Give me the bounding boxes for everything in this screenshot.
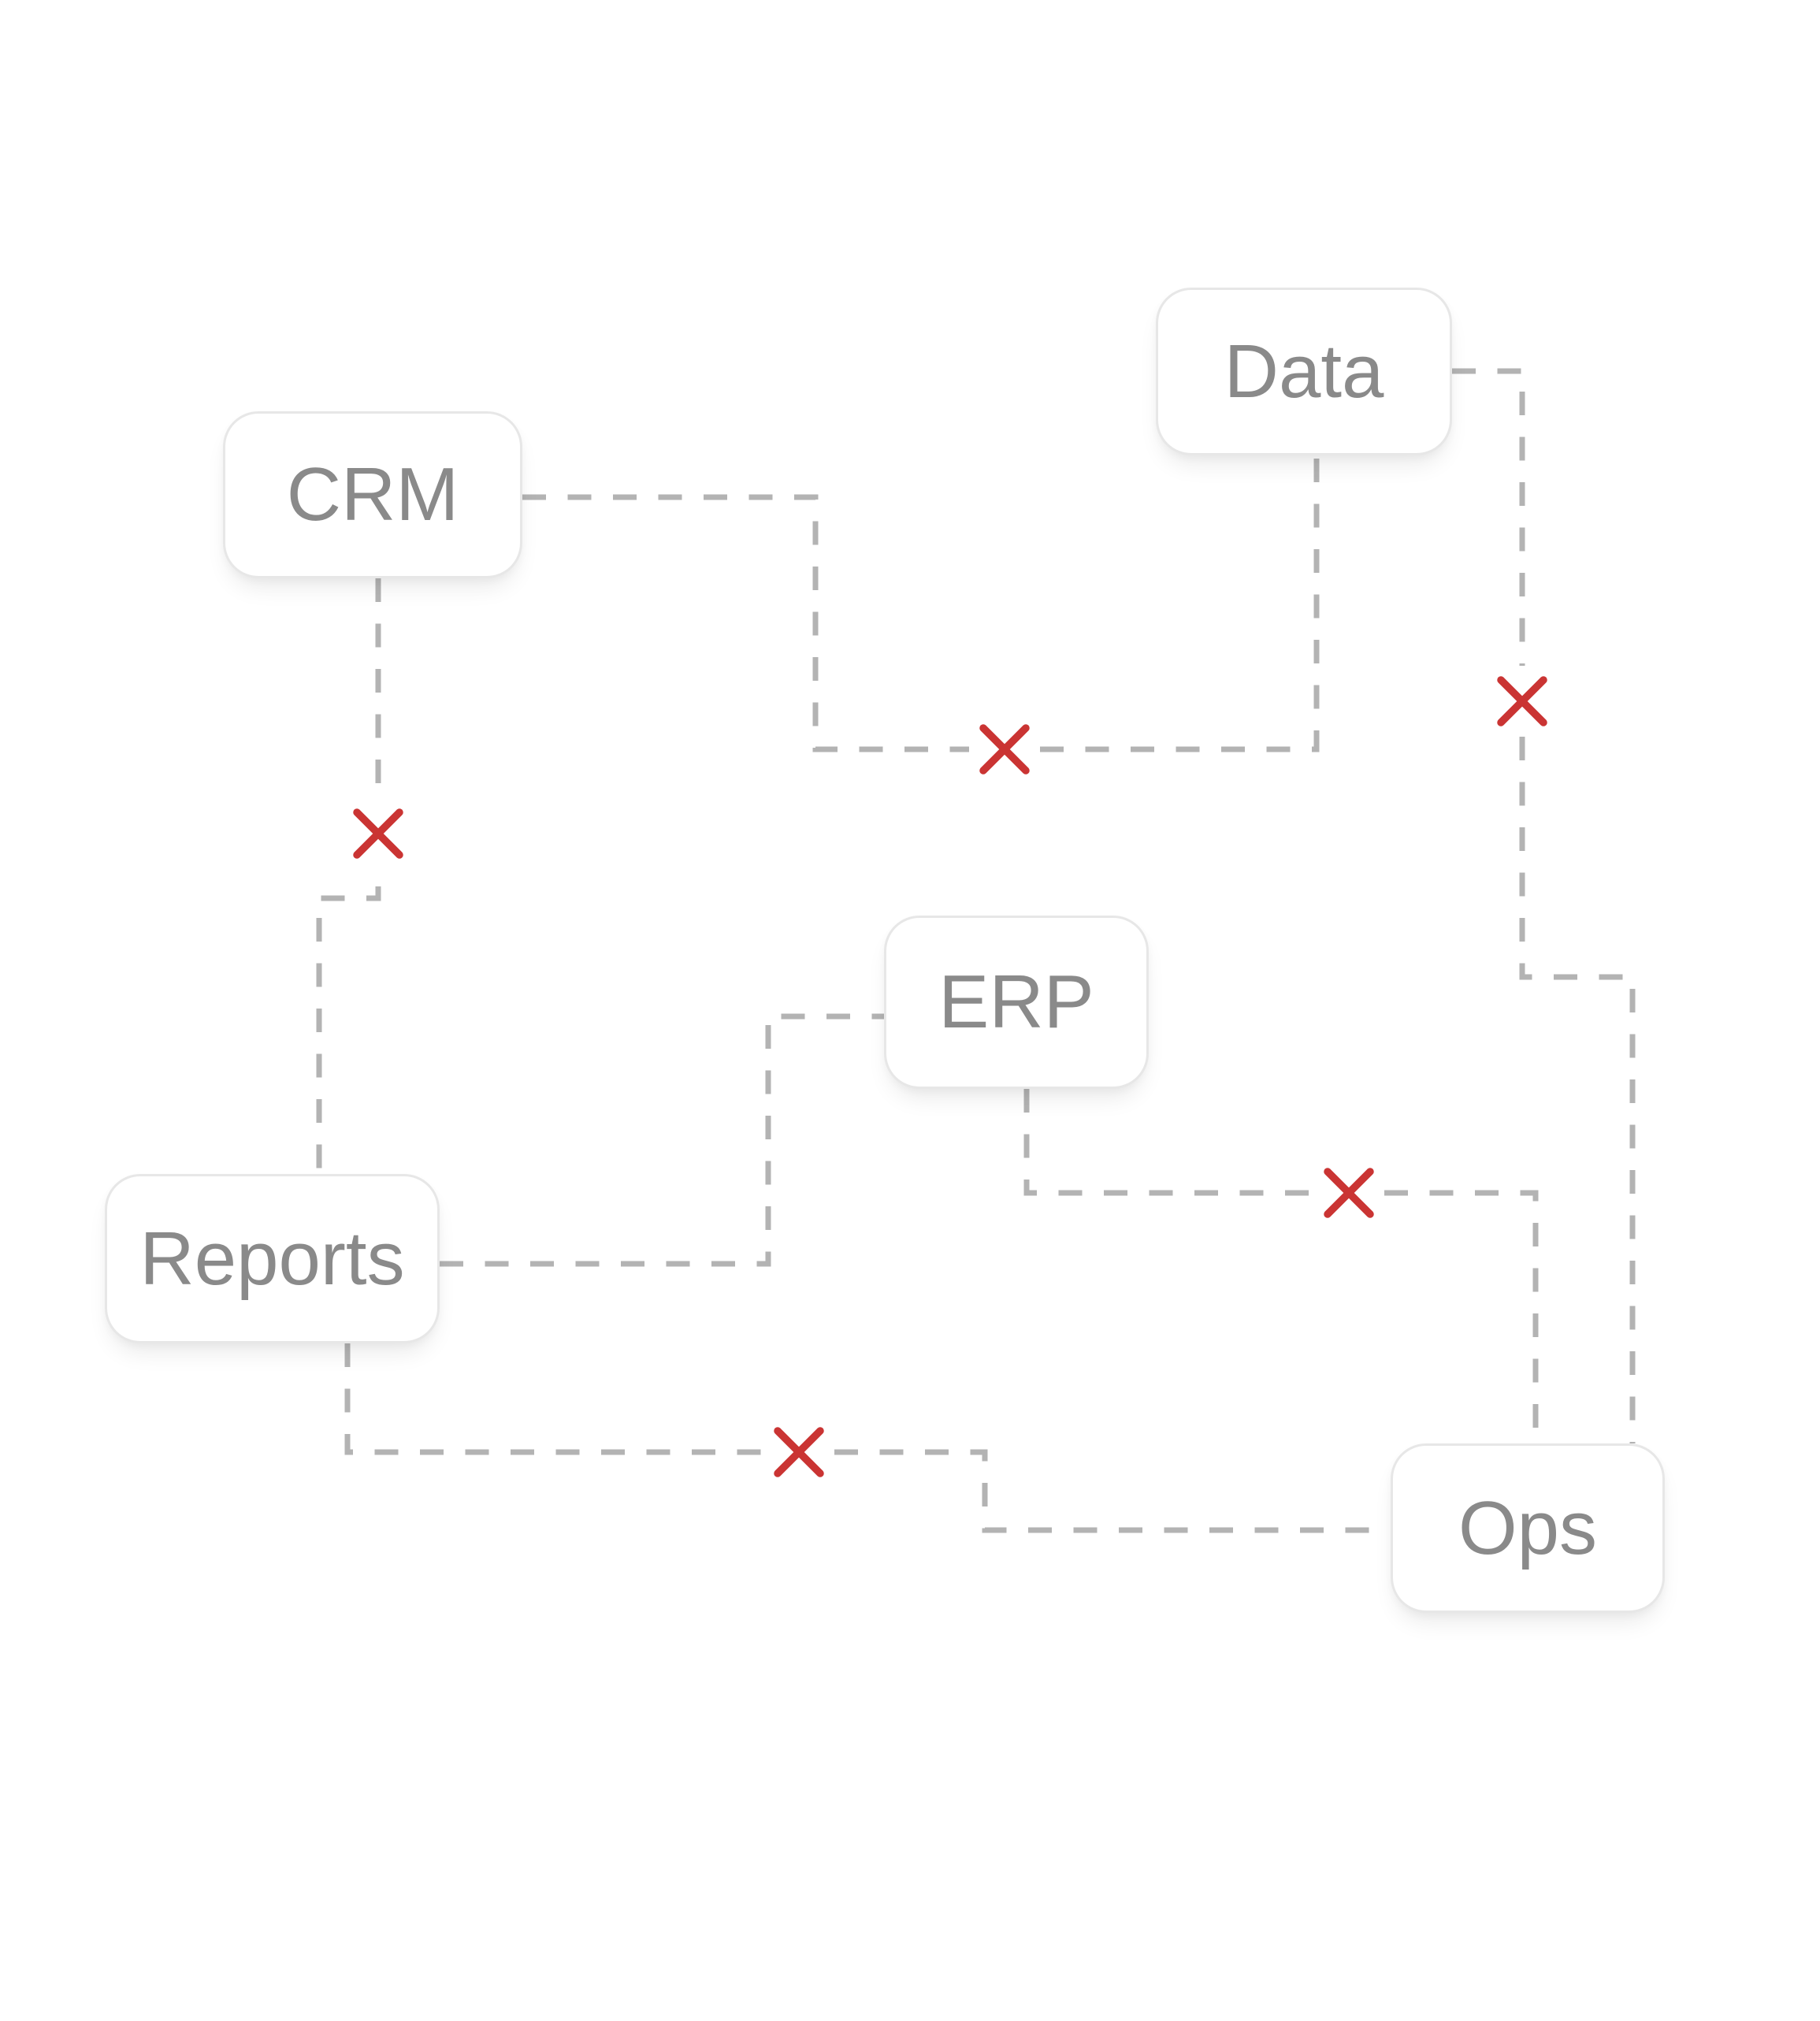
node-data-label: Data <box>1224 329 1384 414</box>
broken-link-x-icon <box>1497 676 1547 726</box>
node-erp-label: ERP <box>938 960 1094 1044</box>
connection-line <box>1023 1089 1313 1196</box>
node-data[interactable]: Data <box>1156 288 1452 455</box>
broken-link-x-icon <box>774 1427 824 1477</box>
node-crm-label: CRM <box>286 452 459 537</box>
connection-crm-to-reports <box>316 578 403 1174</box>
connection-line <box>1040 455 1320 752</box>
node-ops-label: Ops <box>1458 1485 1598 1570</box>
node-crm[interactable]: CRM <box>223 411 522 578</box>
connection-line <box>1519 737 1636 1443</box>
connection-reports-to-erp <box>440 1013 884 1267</box>
connection-line <box>316 886 381 1174</box>
broken-link-x-icon <box>353 808 403 859</box>
node-ops[interactable]: Ops <box>1391 1443 1665 1613</box>
connection-line <box>1452 368 1525 666</box>
connection-line <box>344 1343 763 1455</box>
connection-line <box>440 1013 884 1267</box>
broken-link-x-icon <box>979 724 1030 775</box>
connection-reports-to-ops <box>344 1343 1391 1533</box>
connection-line <box>834 1449 1391 1533</box>
node-erp[interactable]: ERP <box>884 916 1149 1089</box>
node-reports[interactable]: Reports <box>105 1174 440 1343</box>
connection-line <box>1384 1190 1539 1443</box>
node-reports-label: Reports <box>139 1216 405 1301</box>
connection-crm-to-data <box>522 455 1320 775</box>
connection-erp-to-ops <box>1023 1089 1539 1443</box>
connection-data-to-ops <box>1452 368 1636 1443</box>
connection-line <box>522 494 969 752</box>
broken-link-x-icon <box>1324 1168 1374 1218</box>
